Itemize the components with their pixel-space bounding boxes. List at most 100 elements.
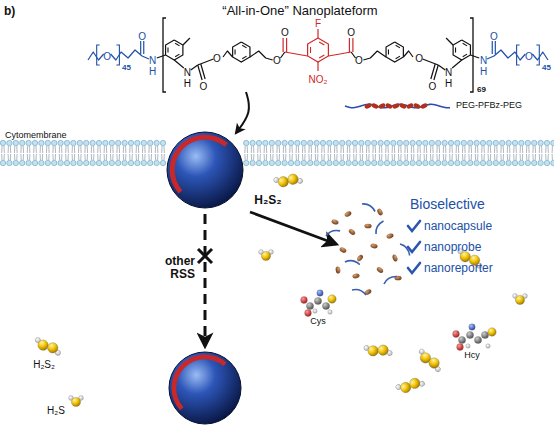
lipid-tail xyxy=(298,154,299,160)
lipid-head xyxy=(500,160,505,165)
atom-sphere xyxy=(466,344,470,348)
pfbz-bead xyxy=(406,102,414,109)
lipid-head xyxy=(103,140,108,145)
lipid-tail xyxy=(304,146,305,153)
lipid-tail xyxy=(148,154,149,160)
atom-sphere xyxy=(515,295,524,304)
lipid-bilayer xyxy=(0,140,554,165)
lipid-head xyxy=(263,140,268,145)
lipid-head xyxy=(391,160,396,165)
lipid-head xyxy=(461,160,466,165)
lipid-tail xyxy=(285,154,286,160)
lipid-tail xyxy=(430,146,431,153)
trigger-label: H₂S₂ xyxy=(254,194,281,207)
atom-sphere xyxy=(313,309,317,313)
lipid-tail xyxy=(251,154,252,160)
lipid-head xyxy=(52,160,57,165)
lipid-tail xyxy=(110,146,111,153)
lipid-tail xyxy=(253,146,254,153)
lipid-tail xyxy=(106,146,107,153)
lipid-tail xyxy=(539,154,540,160)
chemical-bond xyxy=(111,50,142,60)
fragment-bead xyxy=(344,210,353,218)
lipid-tail xyxy=(260,154,261,160)
check-mark xyxy=(408,263,420,273)
fragment-bead xyxy=(335,266,341,274)
lipid-tail xyxy=(548,154,549,160)
lipid-head xyxy=(135,140,140,145)
lipid-tail xyxy=(394,154,395,160)
lipid-tail xyxy=(488,154,489,160)
atom-sphere xyxy=(457,344,464,351)
lipid-tail xyxy=(270,146,271,153)
lipid-tail xyxy=(46,146,47,153)
lipid-head xyxy=(519,160,524,165)
lipid-head xyxy=(397,160,402,165)
lipid-tail xyxy=(349,154,350,160)
lipid-tail xyxy=(119,154,120,160)
figure-title: “All-in-One” Nanoplateform xyxy=(222,4,377,18)
lipid-tail xyxy=(42,154,43,160)
lipid-tail xyxy=(343,146,344,153)
uptake-arrow xyxy=(236,92,249,133)
lipid-tail xyxy=(116,154,117,160)
chemical-bond xyxy=(329,52,352,56)
benzene-ring xyxy=(233,42,250,62)
lipid-tail xyxy=(362,146,363,153)
lipid-tail xyxy=(388,146,389,153)
chemical-bond xyxy=(88,52,104,60)
lipid-head xyxy=(365,160,370,165)
lipid-tail xyxy=(20,154,21,160)
double-bond xyxy=(167,47,168,52)
lipid-tail xyxy=(452,154,453,160)
lipid-head xyxy=(429,140,434,145)
lipid-tail xyxy=(381,146,382,153)
lipid-head xyxy=(20,140,25,145)
h2s2-molecule xyxy=(33,337,62,356)
lipid-tail xyxy=(157,154,158,160)
lipid-head xyxy=(288,140,293,145)
lipid-head xyxy=(77,160,82,165)
lipid-tail xyxy=(398,154,399,160)
lipid-tail xyxy=(458,154,459,160)
fragment-bead xyxy=(352,273,360,279)
lipid-head xyxy=(346,160,351,165)
lipid-tail xyxy=(1,154,2,160)
lipid-tail xyxy=(97,154,98,160)
lipid-tail xyxy=(308,154,309,160)
chemical-bond xyxy=(532,52,548,60)
lipid-tail xyxy=(430,154,431,160)
atom-sphere xyxy=(47,342,59,354)
lipid-tail xyxy=(545,146,546,153)
lipid-tail xyxy=(456,154,457,160)
lipid-tail xyxy=(353,154,354,160)
lipid-tail xyxy=(317,146,318,153)
lipid-head xyxy=(71,160,76,165)
check-mark xyxy=(408,242,420,252)
lipid-head xyxy=(308,160,313,165)
lipid-tail xyxy=(125,154,126,160)
chemical-bond xyxy=(285,52,308,56)
atom-sphere xyxy=(37,339,49,351)
atom-sphere xyxy=(301,297,308,304)
lipid-tail xyxy=(244,154,245,160)
lipid-tail xyxy=(164,146,165,153)
atom-sphere xyxy=(261,251,270,260)
lipid-tail xyxy=(33,154,34,160)
lipid-tail xyxy=(104,154,105,160)
lipid-tail xyxy=(74,146,75,153)
fragment-bead xyxy=(331,219,339,226)
lipid-head xyxy=(378,140,383,145)
lipid-tail xyxy=(356,146,357,153)
lipid-tail xyxy=(16,154,17,160)
atom-sphere xyxy=(305,310,312,317)
atom-sphere xyxy=(466,331,473,338)
lipid-tail xyxy=(14,154,15,160)
atom-sphere xyxy=(377,344,389,356)
lipid-tail xyxy=(381,154,382,160)
lipid-tail xyxy=(100,154,101,160)
atom-symbol: H xyxy=(445,78,452,89)
lipid-tail xyxy=(285,146,286,153)
lipid-head xyxy=(32,140,37,145)
lipid-tail xyxy=(372,154,373,160)
